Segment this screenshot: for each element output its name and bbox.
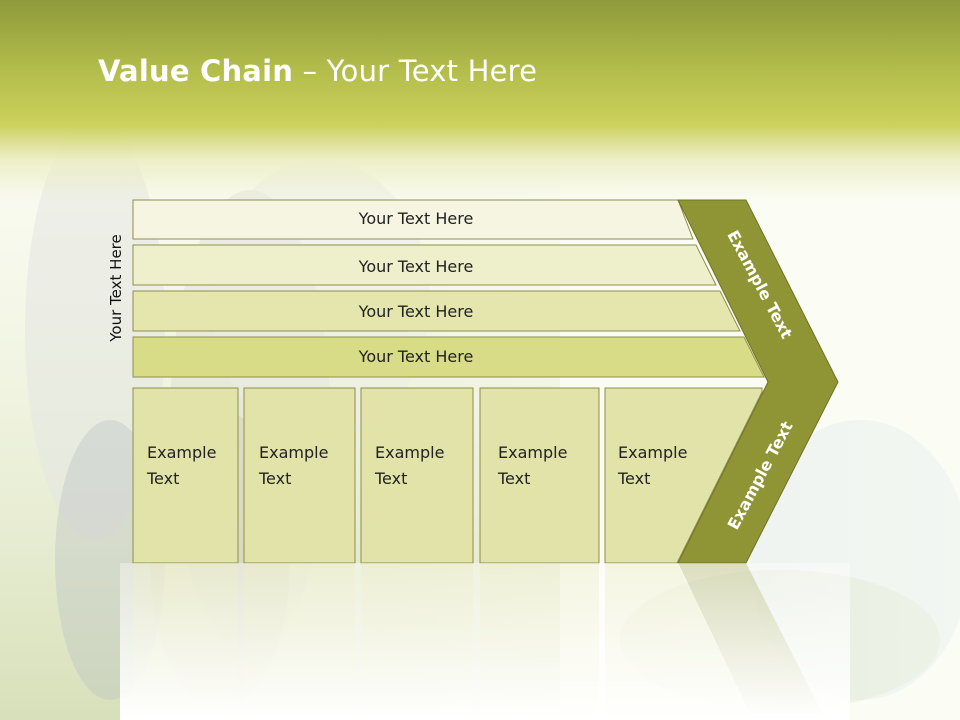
column-5-line1: Example bbox=[618, 443, 687, 462]
slide-title: Value Chain – Your Text Here bbox=[98, 54, 537, 88]
column-1-line1: Example bbox=[147, 443, 216, 462]
column-1-line2: Text bbox=[146, 469, 179, 488]
band-1 bbox=[132, 199, 694, 240]
band-4-label: Your Text Here bbox=[358, 347, 474, 366]
column-1 bbox=[132, 387, 239, 564]
column-4-line1: Example bbox=[498, 443, 567, 462]
column-4-line2: Text bbox=[497, 469, 530, 488]
column-5-line2: Text bbox=[617, 469, 650, 488]
column-2-line1: Example bbox=[259, 443, 328, 462]
band-3-label: Your Text Here bbox=[358, 302, 474, 321]
column-3-line2: Text bbox=[374, 469, 407, 488]
band-4 bbox=[132, 336, 765, 378]
side-vertical-label: Your Text Here bbox=[107, 234, 125, 342]
column-2-line2: Text bbox=[258, 469, 291, 488]
column-3 bbox=[360, 387, 474, 564]
column-3-line1: Example bbox=[375, 443, 444, 462]
column-5 bbox=[604, 387, 763, 564]
band-1-label: Your Text Here bbox=[358, 209, 474, 228]
column-2 bbox=[243, 387, 356, 564]
reflection-fade bbox=[120, 563, 850, 720]
band-2-label: Your Text Here bbox=[358, 257, 474, 276]
column-4 bbox=[479, 387, 600, 564]
title-bold: Value Chain bbox=[98, 54, 294, 88]
header-band bbox=[0, 0, 960, 200]
band-2 bbox=[132, 244, 717, 286]
band-3 bbox=[132, 290, 741, 332]
title-rest: – Your Text Here bbox=[293, 54, 538, 88]
